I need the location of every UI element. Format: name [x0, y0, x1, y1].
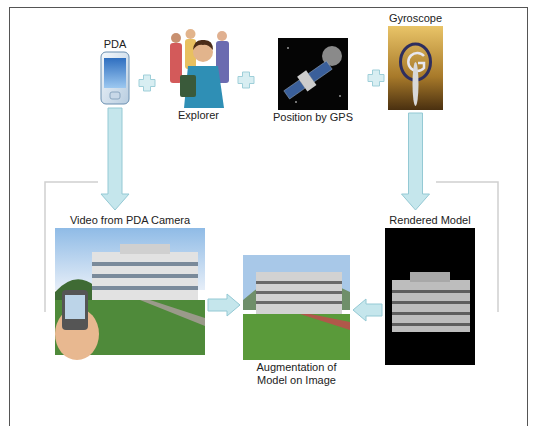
- windows: [256, 291, 342, 294]
- windows: [92, 286, 198, 290]
- image-node: Explorer: [165, 22, 232, 123]
- windows: [392, 290, 470, 293]
- rendered-model-picture: [385, 228, 475, 365]
- image-caption: Position by GPS: [273, 111, 353, 124]
- picture-area: [55, 228, 205, 355]
- plus-sign: [238, 72, 254, 88]
- plus-sign: [139, 75, 155, 91]
- picture-area: [100, 52, 130, 105]
- star: [339, 95, 341, 97]
- picture-ground: [388, 26, 443, 110]
- picture-area: [385, 228, 475, 365]
- picture-area: [243, 255, 350, 360]
- picture-area: [388, 26, 443, 110]
- image-node: Video from PDA Camera: [55, 213, 205, 355]
- phone: [62, 290, 88, 330]
- person-head: [217, 31, 227, 41]
- image-caption: Rendered Model: [389, 214, 470, 227]
- image-caption: PDA: [104, 38, 127, 51]
- picture-ground: [385, 228, 475, 365]
- hair: [193, 40, 213, 50]
- plus-signs: [139, 70, 384, 91]
- image-node: Gyroscope: [388, 11, 443, 110]
- building-model: [410, 272, 450, 282]
- picture-area: [278, 38, 348, 110]
- grass: [243, 314, 350, 360]
- image-node: Augmentation of Model on Image: [243, 255, 350, 388]
- person-head: [186, 29, 196, 39]
- pda-body: [101, 52, 129, 104]
- windows: [92, 262, 198, 266]
- person-head: [171, 33, 181, 43]
- block-arrow: [208, 294, 240, 316]
- windows: [392, 301, 470, 304]
- frame: [10, 8, 528, 426]
- camera-video-picture: [55, 228, 205, 360]
- star: [287, 47, 289, 49]
- windows: [392, 312, 470, 315]
- windows: [256, 281, 342, 284]
- pda-screen: [104, 58, 126, 88]
- pda-icon: [101, 52, 129, 104]
- block-arrow: [402, 113, 430, 210]
- building-model: [392, 280, 470, 332]
- image-caption: Augmentation of Model on Image: [245, 361, 349, 387]
- windows: [256, 301, 342, 304]
- block-arrow: [353, 299, 382, 321]
- building: [120, 244, 170, 254]
- gyroscope-picture: [388, 26, 443, 110]
- block-arrow: [101, 108, 129, 210]
- track: [300, 314, 350, 330]
- picture-ground: [165, 22, 232, 108]
- pda-button: [110, 92, 120, 99]
- windows: [92, 274, 198, 278]
- image-caption: Explorer: [178, 109, 219, 122]
- picture-area: [165, 22, 232, 108]
- gps-satellite-picture: [278, 38, 348, 110]
- gyroscope-figure: [413, 62, 419, 106]
- satellite: [282, 58, 335, 103]
- picture-ground: [278, 38, 348, 110]
- image-caption: Gyroscope: [389, 12, 442, 25]
- building-model: [256, 272, 342, 316]
- plus-sign: [368, 70, 384, 86]
- image-node: Rendered Model: [385, 213, 475, 365]
- book: [180, 75, 196, 97]
- image-node: PDA: [100, 37, 130, 105]
- star: [295, 101, 297, 103]
- image-caption: Video from PDA Camera: [70, 214, 190, 227]
- explorer-picture: [165, 22, 232, 108]
- image-node: Position by GPS: [273, 38, 353, 125]
- phone-screen: [65, 295, 85, 319]
- windows: [392, 323, 470, 326]
- augmented-picture: [243, 255, 350, 360]
- building: [92, 252, 198, 304]
- solar-panel: [308, 61, 332, 82]
- path: [140, 300, 205, 326]
